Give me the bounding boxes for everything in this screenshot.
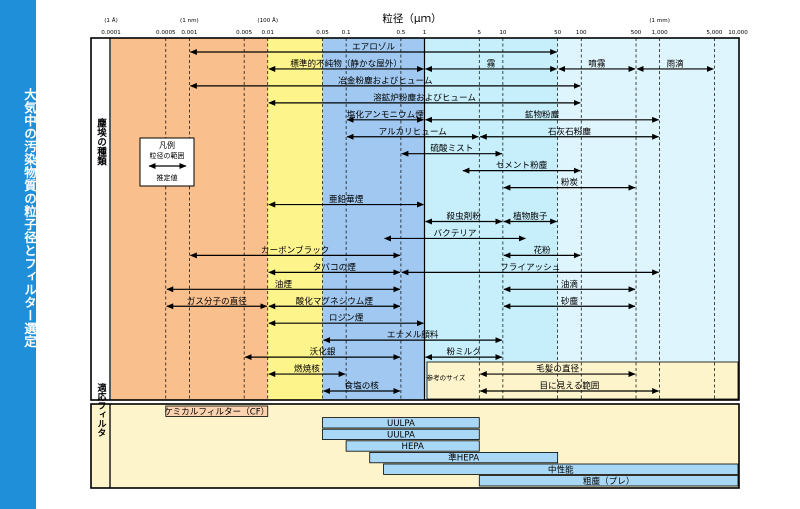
axis-tick-label: 0.1 — [342, 30, 351, 36]
axis-tick-label: 1 — [423, 30, 427, 36]
axis-tick-label: 100 — [576, 30, 587, 36]
axis-tick-label: 10,000 — [728, 30, 748, 36]
size-zone — [111, 38, 268, 400]
dust-range-label: 塩化アンモニウム煙 — [347, 108, 424, 120]
dust-types-label: 塵埃の種類 — [95, 118, 108, 167]
axis-tick-label: 0.0005 — [156, 30, 176, 36]
filter-bar-label: HEPA — [402, 442, 425, 452]
dust-range-label: 油煙 — [275, 278, 293, 290]
filter-bar — [383, 463, 739, 475]
axis-unit-mark: (1 mm) — [649, 18, 670, 24]
axis-tick-label: 0.5 — [396, 30, 405, 36]
dust-range-label: エナメル顔料 — [387, 329, 439, 341]
axis-tick-label: 10 — [499, 30, 507, 36]
dust-range-label: 花粉 — [533, 244, 551, 256]
dust-range-label: ガス分子の直径 — [187, 295, 248, 307]
axis-unit-mark: (100 Å) — [257, 17, 278, 24]
axis-tick-label: 1,000 — [652, 30, 668, 36]
dust-range-label: 標準的不純物（静かな屋外） — [290, 57, 402, 69]
dust-range-label: 沃化銀 — [310, 346, 336, 358]
filter-bar — [165, 405, 269, 417]
dust-range-label: 毛髪の直径 — [536, 363, 579, 375]
reference-label: 参考のサイズ — [427, 373, 466, 382]
filter-bar — [322, 417, 480, 429]
dust-range-label: タバコの煙 — [313, 262, 356, 273]
filter-section-label: 適応フィルタ — [96, 382, 107, 437]
dust-range-label: 霧 — [487, 58, 496, 69]
filter-bar — [322, 428, 480, 441]
dust-range-label: 鉱物粉塵 — [525, 108, 560, 120]
dust-range-label: エアロゾル — [352, 42, 395, 53]
axis-unit-mark: (1 Å) — [104, 17, 118, 24]
dust-range-label: 硫酸ミスト — [430, 142, 473, 154]
filter-rows: ケミカルフィルター（CF）UULPAUULPAHEPA準HEPA中性能粗塵（プレ… — [164, 405, 739, 487]
axis-unit-marks: (1 Å) (1 nm) (100 Å) (1 mm) — [104, 17, 670, 24]
axis-tick-label: 0.0001 — [101, 30, 121, 36]
dust-range-label: 植物胞子 — [513, 210, 548, 222]
axis-title: 粒径（μｍ） — [382, 12, 441, 25]
axis-tick-label: 0.005 — [236, 30, 252, 36]
size-zone — [267, 38, 323, 400]
dust-range-label: セメント粉塵 — [496, 159, 548, 171]
axis-tick-label: 5,000 — [706, 30, 722, 36]
axis-tick-label: 0.05 — [316, 30, 329, 36]
filter-bar — [345, 440, 480, 452]
sidebar: 大気中の汚染物質の粒子径とフィルター選定 — [0, 0, 37, 509]
dust-section-frame — [90, 37, 740, 401]
axis-ticks: 0.0001 0.0005 0.001 0.005 0.01 0.05 0.1 0.5 1 5 10… — [101, 30, 748, 36]
dust-range-label: 燃焼核 — [294, 363, 320, 375]
dust-range-label: 油滴 — [561, 278, 578, 290]
dust-range-label: 溶鉱炉粉塵およびヒューム — [373, 91, 476, 103]
size-zone — [557, 38, 738, 400]
axis-tick-label: 5 — [478, 30, 482, 36]
dust-range-label: 亜鉛華煙 — [329, 193, 364, 205]
filter-bar-label: 粗塵（プレ） — [583, 475, 635, 487]
filter-bar-label: 中性能 — [548, 463, 574, 475]
filter-bar-label: ケミカルフィルター（CF） — [164, 406, 269, 417]
dust-range-label: 雨滴 — [667, 57, 684, 69]
filter-bar-label: UULPA — [387, 419, 415, 429]
legend-range-label: 粒径の範囲 — [150, 151, 185, 160]
filter-bar-label: 準HEPA — [448, 452, 479, 464]
legend-title: 凡例 — [159, 140, 175, 150]
dust-range-label: 砂塵 — [561, 295, 579, 307]
sidebar-title: 大気中の汚染物質の粒子径とフィルター選定 — [22, 88, 37, 348]
axis-tick-label: 0.001 — [181, 30, 197, 36]
dust-range-label: カーボンブラック — [261, 244, 330, 256]
dust-range-label: 噴霧 — [588, 57, 606, 69]
dust-range-label: 石灰石粉塵 — [548, 125, 591, 137]
axis-tick-label: 0.01 — [262, 30, 275, 36]
size-zones — [111, 38, 738, 400]
dust-range-label: 食塩の核 — [345, 380, 380, 392]
dust-range-label: 酸化マグネシウム煙 — [296, 295, 374, 307]
axis-tick-label: 500 — [631, 30, 642, 36]
filter-bar — [369, 451, 559, 464]
filter-bar-label: UULPA — [387, 431, 415, 441]
legend-estimate-label: 推定値 — [157, 173, 178, 182]
legend: 凡例 粒径の範囲 推定値 — [139, 137, 195, 187]
dust-range-label: フライアッシュ — [500, 262, 560, 273]
dust-range-label: ロジン煙 — [329, 313, 364, 324]
dust-range-label: アルカリヒューム — [379, 126, 448, 137]
dust-range-label: 目に見える範囲 — [540, 380, 600, 392]
dust-range-label: 粉ミルク — [446, 346, 480, 358]
dust-range-label: 殺虫剤粉 — [446, 210, 481, 222]
axis-unit-mark: (1 nm) — [180, 18, 199, 24]
axis-tick-label: 50 — [554, 30, 562, 36]
dust-range-label: バクテリア — [434, 228, 477, 239]
filter-bar — [478, 475, 739, 487]
dust-range-label: 冶金粉塵およびヒューム — [338, 74, 433, 86]
dust-range-label: 粉炭 — [561, 176, 579, 188]
